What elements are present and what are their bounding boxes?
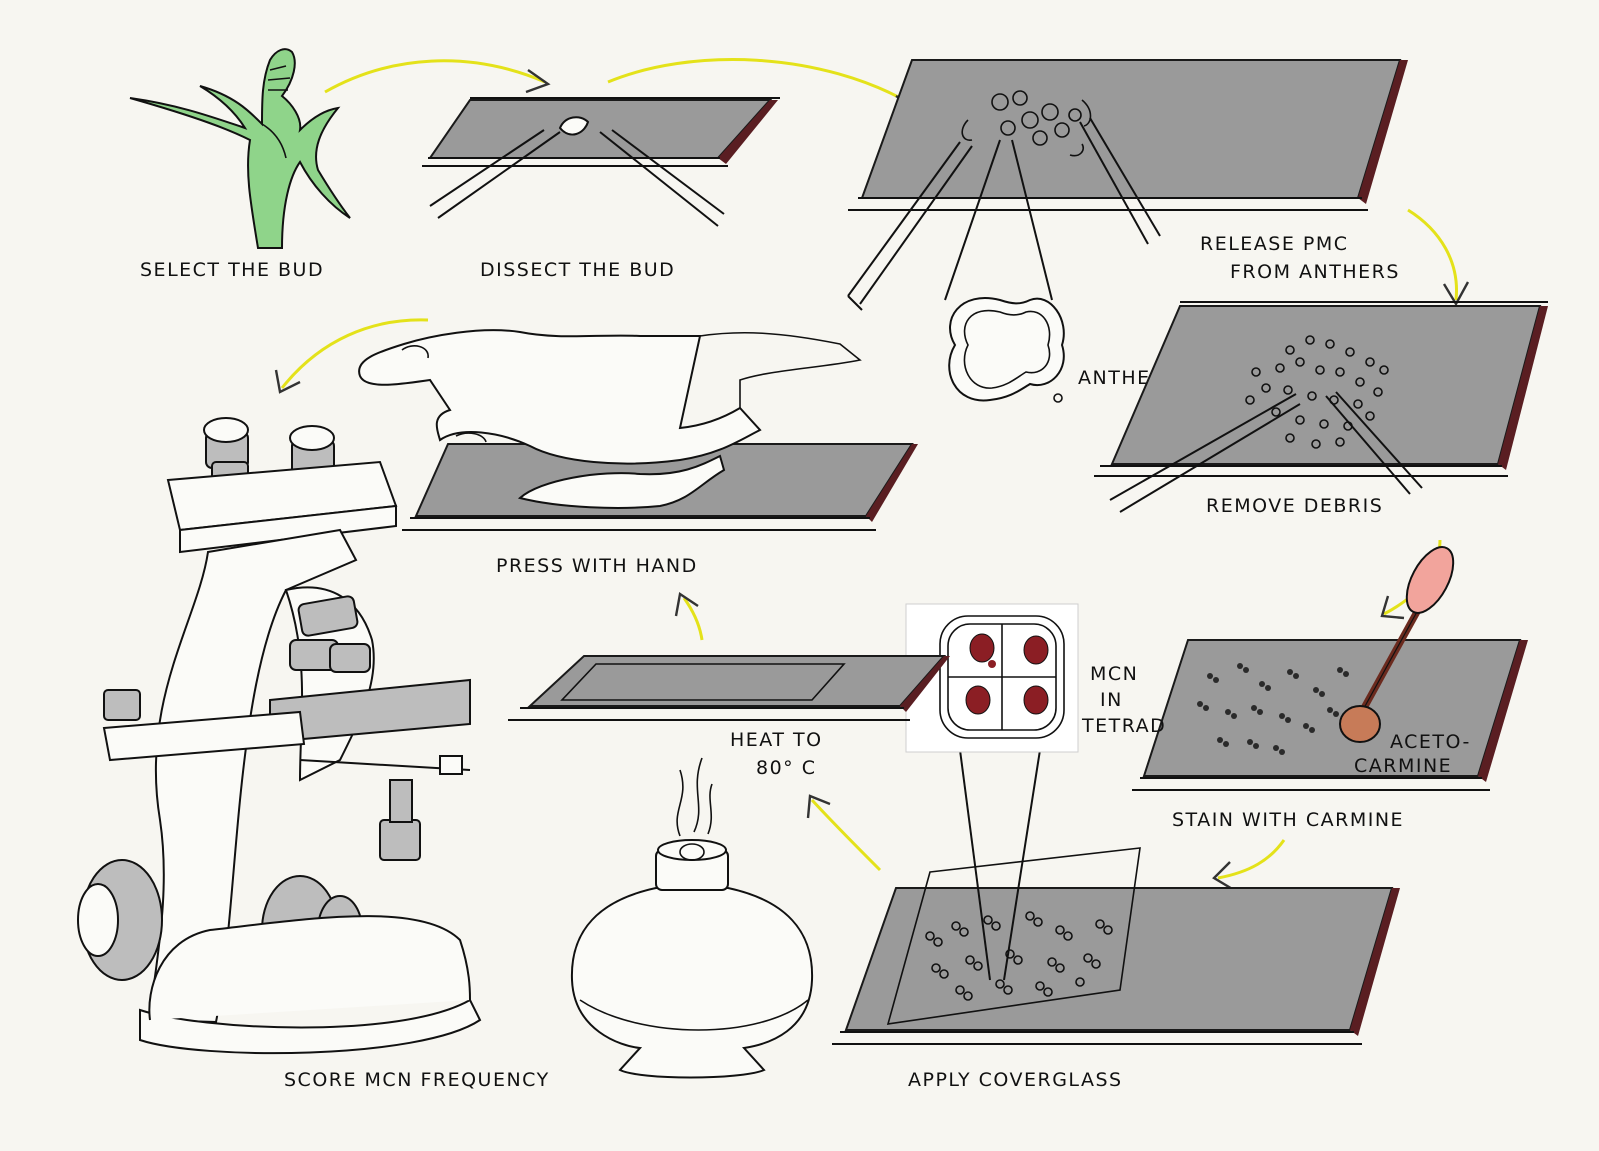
- coverglass-slide: [832, 750, 1400, 1044]
- label-release-pmc-line2: FROM ANTHERS: [1230, 261, 1400, 283]
- label-score-mcn-frequency: SCORE MCN FREQUENCY: [284, 1069, 550, 1091]
- arrow-release-to-remove: [1408, 210, 1468, 304]
- label-release-pmc-line1: RELEASE PMC: [1200, 233, 1349, 255]
- press-hand-illustration: [359, 330, 918, 530]
- spirit-lamp: [572, 758, 812, 1078]
- label-select-bud: SELECT THE BUD: [140, 259, 324, 281]
- label-aceto-1: ACETO-: [1390, 731, 1471, 753]
- label-tetrad: TETRAD: [1081, 715, 1166, 737]
- label-heat-temp: 80° C: [756, 757, 816, 779]
- label-remove-debris: REMOVE DEBRIS: [1206, 495, 1383, 517]
- arrow-stain-to-coverglass: [1214, 840, 1284, 890]
- heat-slide: [508, 656, 950, 720]
- remove-debris-slide: [1094, 302, 1548, 512]
- arrow-select-to-dissect: [325, 61, 548, 92]
- arrow-heat-to-press: [676, 594, 702, 640]
- label-aceto-2: CARMINE: [1354, 755, 1452, 777]
- label-in: IN: [1100, 689, 1123, 711]
- label-dissect-bud: DISSECT THE BUD: [480, 259, 675, 281]
- label-mcn: MCN: [1090, 663, 1138, 685]
- label-stain-with-carmine: STAIN WITH CARMINE: [1172, 809, 1404, 831]
- dissect-slide: [422, 98, 780, 226]
- label-heat-to: HEAT TO: [730, 729, 823, 751]
- label-apply-coverglass: APPLY COVERGLASS: [908, 1069, 1123, 1091]
- label-press-with-hand: PRESS WITH HAND: [496, 555, 698, 577]
- arrow-coverglass-to-heat: [808, 796, 880, 870]
- bud-plant-illustration: [130, 49, 350, 248]
